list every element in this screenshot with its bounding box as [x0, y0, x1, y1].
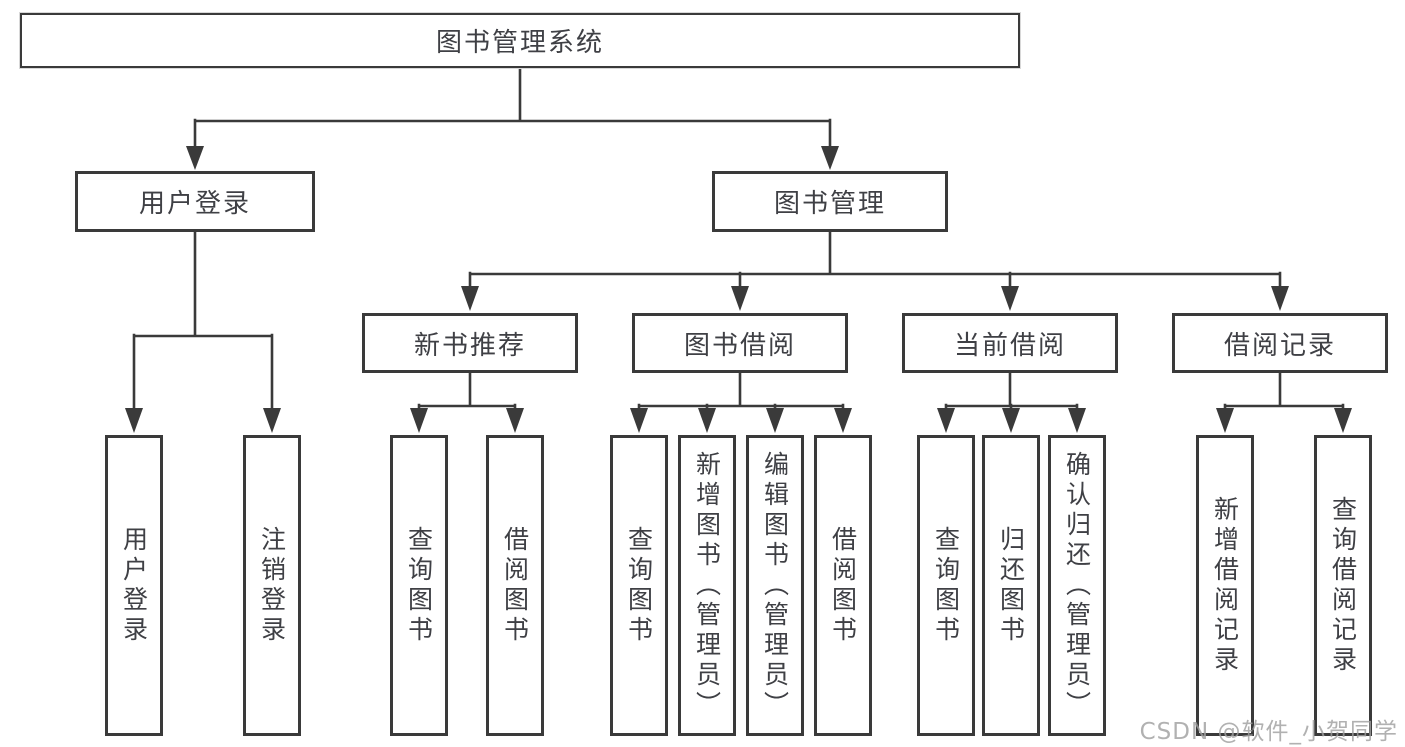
leaf-query-books-current-label: 查询图书 [931, 525, 961, 646]
leaf-edit-book-admin-label: 编辑图书（管理员） [760, 450, 790, 721]
leaf-borrow-books-recommend-label: 借阅图书 [500, 525, 530, 646]
leaf-query-books-current: 查询图书 [917, 435, 975, 736]
node-current-borrow: 当前借阅 [902, 313, 1118, 373]
node-root-label: 图书管理系统 [435, 28, 604, 58]
leaf-return-books-label: 归还图书 [996, 525, 1026, 646]
node-book-management: 图书管理 [712, 171, 948, 232]
leaf-query-books-borrow-label: 查询图书 [624, 525, 654, 646]
leaf-add-borrow-record-label: 新增借阅记录 [1210, 495, 1240, 676]
node-new-book-recommend-label: 新书推荐 [413, 330, 526, 361]
node-root: 图书管理系统 [20, 13, 1020, 68]
leaf-user-login-label: 用户登录 [119, 525, 149, 646]
leaf-borrow-books-recommend: 借阅图书 [486, 435, 544, 736]
leaf-confirm-return-admin-label: 确认归还（管理员） [1062, 450, 1092, 721]
leaf-query-books-borrow: 查询图书 [610, 435, 668, 736]
node-new-book-recommend: 新书推荐 [362, 313, 578, 373]
leaf-add-borrow-record: 新增借阅记录 [1196, 435, 1254, 736]
leaf-borrow-books: 借阅图书 [814, 435, 872, 736]
leaf-borrow-books-label: 借阅图书 [828, 525, 858, 646]
node-book-borrow: 图书借阅 [632, 313, 848, 373]
node-book-management-label: 图书管理 [773, 189, 886, 219]
node-book-borrow-label: 图书借阅 [683, 330, 796, 361]
node-borrow-records: 借阅记录 [1172, 313, 1388, 373]
leaf-query-books-recommend: 查询图书 [390, 435, 448, 736]
leaf-add-book-admin-label: 新增图书（管理员） [692, 450, 722, 721]
leaf-query-borrow-record-label: 查询借阅记录 [1328, 495, 1358, 676]
leaf-user-login: 用户登录 [105, 435, 163, 736]
node-user-login: 用户登录 [75, 171, 315, 232]
leaf-confirm-return-admin: 确认归还（管理员） [1048, 435, 1106, 736]
csdn-watermark: CSDN @软件_小贺同学 [1139, 719, 1398, 745]
node-current-borrow-label: 当前借阅 [953, 330, 1066, 361]
leaf-return-books: 归还图书 [982, 435, 1040, 736]
leaf-logout: 注销登录 [243, 435, 301, 736]
leaf-query-borrow-record: 查询借阅记录 [1314, 435, 1372, 736]
node-borrow-records-label: 借阅记录 [1223, 330, 1336, 361]
leaf-edit-book-admin: 编辑图书（管理员） [746, 435, 804, 736]
leaf-add-book-admin: 新增图书（管理员） [678, 435, 736, 736]
leaf-logout-label: 注销登录 [257, 525, 287, 646]
leaf-query-books-recommend-label: 查询图书 [404, 525, 434, 646]
node-user-login-label: 用户登录 [138, 189, 251, 219]
